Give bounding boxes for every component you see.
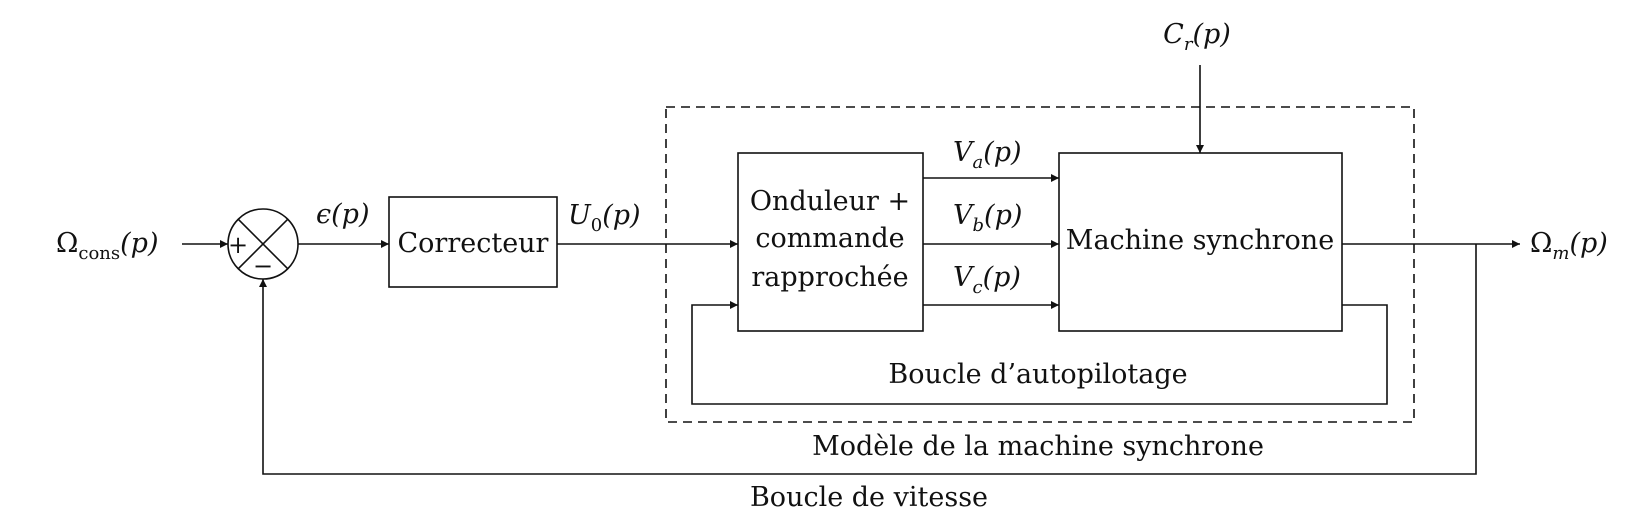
machine-model-boundary [665,106,1415,423]
correcteur-block [388,196,558,288]
onduleur-label-line3: rapprochée [751,262,908,293]
speed-loop-label: Boucle de vitesse [750,482,988,513]
vb-signal-label: Vb(p) [953,200,1022,236]
output-signal-label: Ωm(p) [1530,228,1608,264]
onduleur-label-line1: Onduleur + [750,186,910,217]
machine-model-label: Modèle de la machine synchrone [812,431,1264,462]
input-signal-label: Ωcons(p) [56,228,159,264]
autopilot-loop-label: Boucle d’autopilotage [888,359,1187,390]
u0-signal-label: U0(p) [568,200,641,236]
machine-synchrone-label: Machine synchrone [1066,225,1334,256]
va-signal-label: Va(p) [953,137,1022,173]
speed-loop-wire [259,244,1477,475]
vc-signal-label: Vc(p) [953,262,1021,298]
error-signal-label: ϵ(p) [316,199,369,230]
correcteur-label: Correcteur [398,228,549,259]
summator-minus-sign: − [253,252,273,280]
summator-plus-sign: + [228,231,248,259]
onduleur-label-line2: commande [755,223,904,254]
onduleur-block [737,152,924,332]
cr-disturbance-label: Cr(p) [1163,19,1231,55]
autopilot-loop-wire [691,301,1388,405]
machine-synchrone-block [1058,152,1343,332]
